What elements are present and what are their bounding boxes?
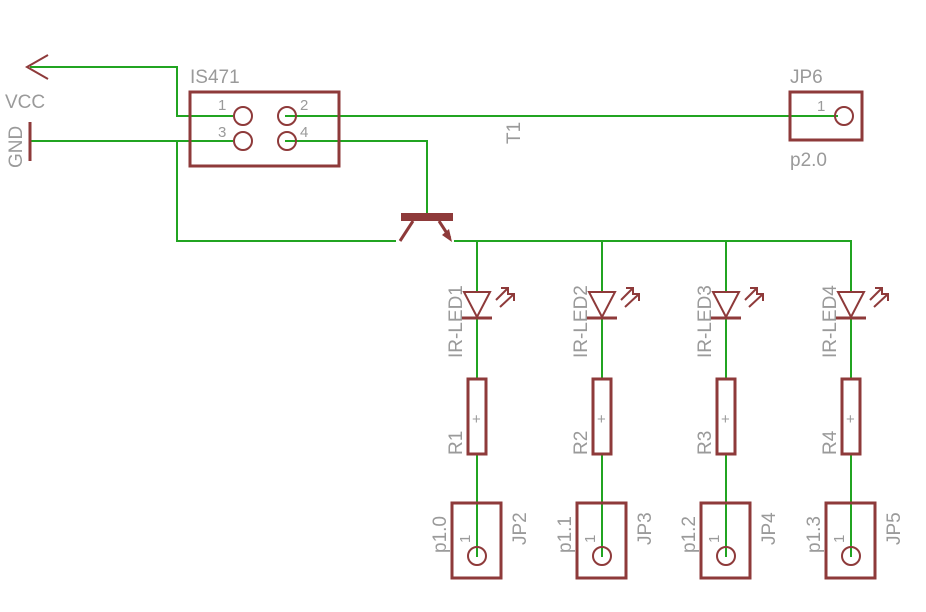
header-jp6: JP6 1 p2.0	[788, 67, 864, 171]
vcc-symbol: VCC	[5, 54, 49, 113]
ir-led4-emission-icon	[869, 287, 889, 308]
ic-pin4-label: 4	[300, 124, 308, 141]
ir-led4-label: IR-LED4	[820, 285, 841, 358]
jp2-port-label: p1.0	[430, 516, 451, 553]
r2-plus-mark: +	[597, 411, 606, 428]
jp4-label: JP4	[759, 512, 780, 545]
vcc-label: VCC	[5, 92, 45, 113]
ic-pin3-label: 3	[218, 124, 226, 141]
r2-body	[591, 377, 613, 456]
ir-led1-label: IR-LED1	[446, 285, 467, 358]
ic-pin2-label: 2	[300, 97, 308, 114]
transistor-t1: T1	[398, 122, 525, 242]
jp6-body	[788, 90, 864, 142]
jp3-pad-icon	[592, 546, 612, 566]
jp2-label: JP2	[510, 512, 531, 545]
jp6-pad-icon	[834, 106, 854, 126]
gnd-label: GND	[6, 126, 27, 168]
channel-1: IR-LED1 + R1 1 p1.0 JP2	[430, 285, 531, 580]
ic-pin4-to-base-wire	[285, 140, 428, 217]
r4-body	[840, 377, 862, 456]
collector-wire	[176, 140, 396, 242]
ic-pin4-pad-icon	[277, 131, 297, 151]
ir-led3-label: IR-LED3	[695, 285, 716, 358]
jp4-port-label: p1.2	[679, 516, 700, 553]
ir-led2-emission-icon	[620, 287, 640, 308]
ic-pin1-pad-icon	[233, 106, 253, 126]
jp4-pad-icon	[716, 546, 736, 566]
jp3-label: JP3	[635, 512, 656, 545]
jp2-pin-label: 1	[457, 535, 474, 543]
jp5-body	[824, 501, 877, 580]
ic-is471: IS471 1 2 3 4	[188, 67, 341, 168]
jp6-port-label: p2.0	[790, 150, 827, 171]
jp4-pin-label: 1	[706, 535, 723, 543]
channel-4: IR-LED4 + R4 1 p1.3 JP5	[804, 285, 905, 580]
r1-body	[466, 377, 488, 456]
ic-pin1-label: 1	[218, 97, 226, 114]
vcc-net-wire	[30, 66, 233, 117]
ir-led2-label: IR-LED2	[571, 285, 592, 358]
ir-led3-diode-icon	[711, 291, 741, 320]
jp6-label: JP6	[790, 67, 823, 88]
t1-collector-leg	[398, 220, 415, 242]
jp5-port-label: p1.3	[804, 516, 825, 553]
channel-3: IR-LED3 + R3 1 p1.2 JP4	[679, 285, 780, 580]
vcc-arrow-icon	[24, 54, 49, 80]
ir-led1-emission-icon	[495, 287, 515, 308]
ir-led2-diode-icon	[587, 291, 617, 320]
r3-body	[715, 377, 737, 456]
ic-label: IS471	[190, 67, 240, 88]
jp5-label: JP5	[884, 512, 905, 545]
channel-2: IR-LED2 + R2 1 p1.1 JP3	[555, 285, 656, 580]
jp5-pin-label: 1	[831, 535, 848, 543]
t1-emitter-arrow-icon	[442, 229, 452, 242]
t1-base-bar	[401, 213, 453, 221]
jp2-body	[450, 501, 503, 580]
ic-pin3-pad-icon	[233, 131, 253, 151]
ir-led1-diode-icon	[462, 291, 492, 320]
jp3-port-label: p1.1	[555, 516, 576, 553]
jp6-pin-label: 1	[817, 98, 825, 115]
jp2-pad-icon	[467, 546, 487, 566]
jp3-pin-label: 1	[582, 535, 599, 543]
jp5-pad-icon	[841, 546, 861, 566]
gnd-symbol: GND	[6, 122, 32, 168]
ic-pin2-pad-icon	[277, 106, 297, 126]
r4-plus-mark: +	[846, 411, 855, 428]
r2-label: R2	[571, 431, 592, 455]
jp4-body	[699, 501, 752, 580]
r4-label: R4	[820, 430, 841, 455]
r1-label: R1	[446, 431, 467, 455]
r3-plus-mark: +	[721, 411, 730, 428]
wires	[30, 66, 852, 557]
r1-plus-mark: +	[472, 411, 481, 428]
ir-led3-emission-icon	[744, 287, 764, 308]
ic-body	[188, 90, 341, 168]
jp3-body	[575, 501, 628, 580]
t1-label: T1	[504, 122, 525, 144]
ir-led4-diode-icon	[836, 291, 866, 320]
r3-label: R3	[695, 431, 716, 455]
